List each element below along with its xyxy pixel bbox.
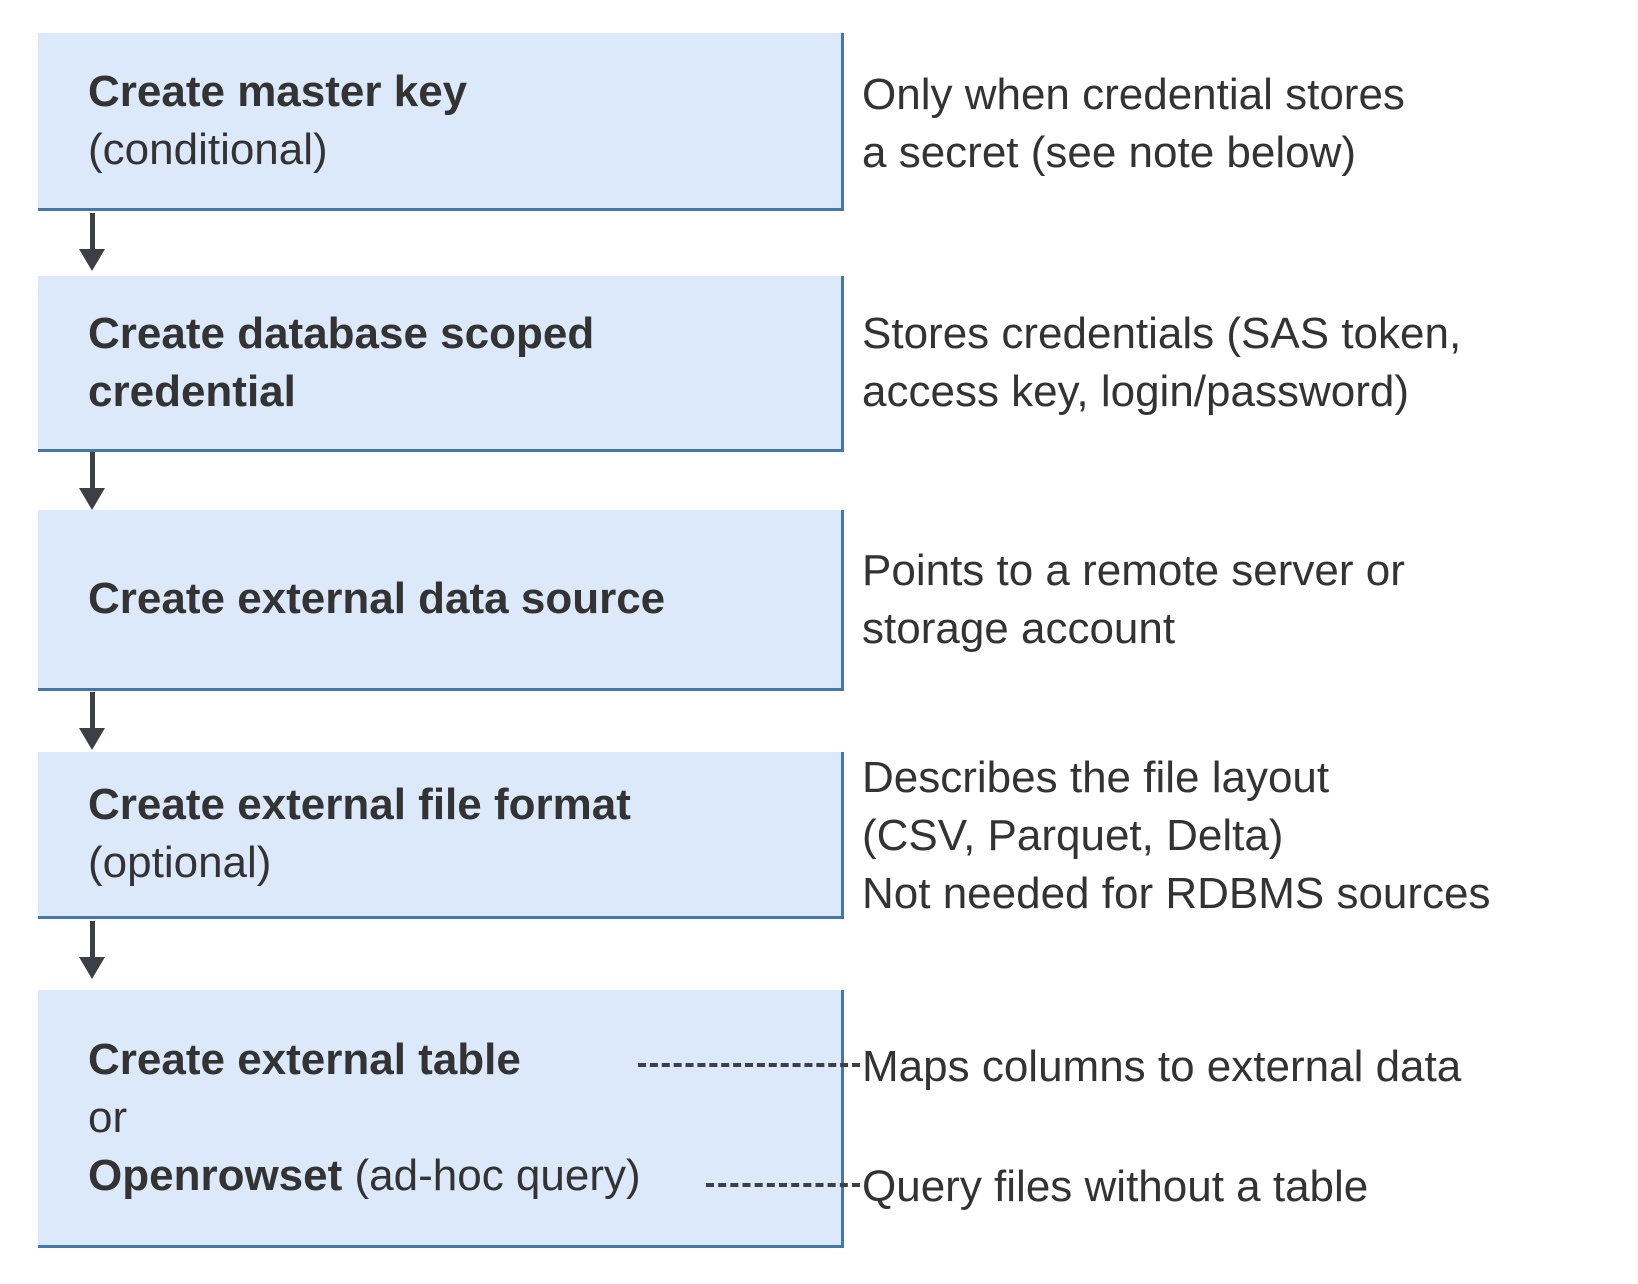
arrow-shaft xyxy=(89,452,95,488)
step-openrowset-keyword: Openrowset xyxy=(88,1150,343,1200)
note-line: Points to a remote server or xyxy=(862,546,1405,595)
arrow-head xyxy=(79,957,105,979)
step-title: Create external file format xyxy=(88,780,631,829)
dashed-connector-external-table xyxy=(638,1063,860,1067)
step-box-create-external-table-or-openrowset: Create external table or Openrowset (ad-… xyxy=(38,990,844,1248)
arrow-head xyxy=(79,249,105,271)
step-title: Create master key xyxy=(88,66,468,116)
down-arrow-icon xyxy=(79,692,105,750)
note-line: Only when credential stores xyxy=(862,70,1405,119)
step-title: Create database scoped xyxy=(88,308,595,358)
arrow-shaft xyxy=(89,921,95,957)
step-title-wrap: credential xyxy=(88,366,296,416)
arrow-head xyxy=(79,488,105,510)
step-or-label: or xyxy=(88,1092,128,1142)
step-title: Create external table xyxy=(88,1034,521,1084)
note-line: (CSV, Parquet, Delta) xyxy=(862,811,1284,860)
down-arrow-icon xyxy=(79,452,105,510)
step-qualifier: (conditional) xyxy=(88,124,328,174)
note-line: access key, login/password) xyxy=(862,367,1409,416)
step-qualifier: (optional) xyxy=(88,838,272,887)
note-line: Not needed for RDBMS sources xyxy=(862,869,1491,918)
note-line: Describes the file layout xyxy=(862,753,1330,802)
note-line: Stores credentials (SAS token, xyxy=(862,309,1462,358)
note-openrowset: Query files without a table xyxy=(862,1158,1368,1216)
step-box-create-external-file-format: Create external file format (optional) xyxy=(38,752,844,919)
note-master-key: Only when credential stores a secret (se… xyxy=(862,66,1405,182)
step-box-create-master-key: Create master key (conditional) xyxy=(38,33,844,211)
step-title: Create external data source xyxy=(88,574,666,623)
note-external-data-source: Points to a remote server or storage acc… xyxy=(862,542,1405,658)
note-line: storage account xyxy=(862,604,1176,653)
arrow-head xyxy=(79,728,105,750)
step-openrowset-line: Openrowset (ad-hoc query) xyxy=(88,1147,841,1205)
dashed-connector-openrowset xyxy=(706,1183,860,1187)
note-external-file-format: Describes the file layout (CSV, Parquet,… xyxy=(862,749,1491,923)
step-box-create-database-scoped-credential: Create database scoped credential xyxy=(38,276,844,452)
down-arrow-icon xyxy=(79,213,105,271)
down-arrow-icon xyxy=(79,921,105,979)
note-external-table: Maps columns to external data xyxy=(862,1038,1461,1096)
note-line: Query files without a table xyxy=(862,1162,1369,1211)
note-line: a secret (see note below) xyxy=(862,128,1357,177)
step-box-create-external-data-source: Create external data source xyxy=(38,510,844,691)
note-line: Maps columns to external data xyxy=(862,1042,1462,1091)
arrow-shaft xyxy=(89,213,95,249)
arrow-shaft xyxy=(89,692,95,728)
step-openrowset-qualifier: (ad-hoc query) xyxy=(342,1150,641,1200)
note-database-scoped-credential: Stores credentials (SAS token, access ke… xyxy=(862,305,1461,421)
